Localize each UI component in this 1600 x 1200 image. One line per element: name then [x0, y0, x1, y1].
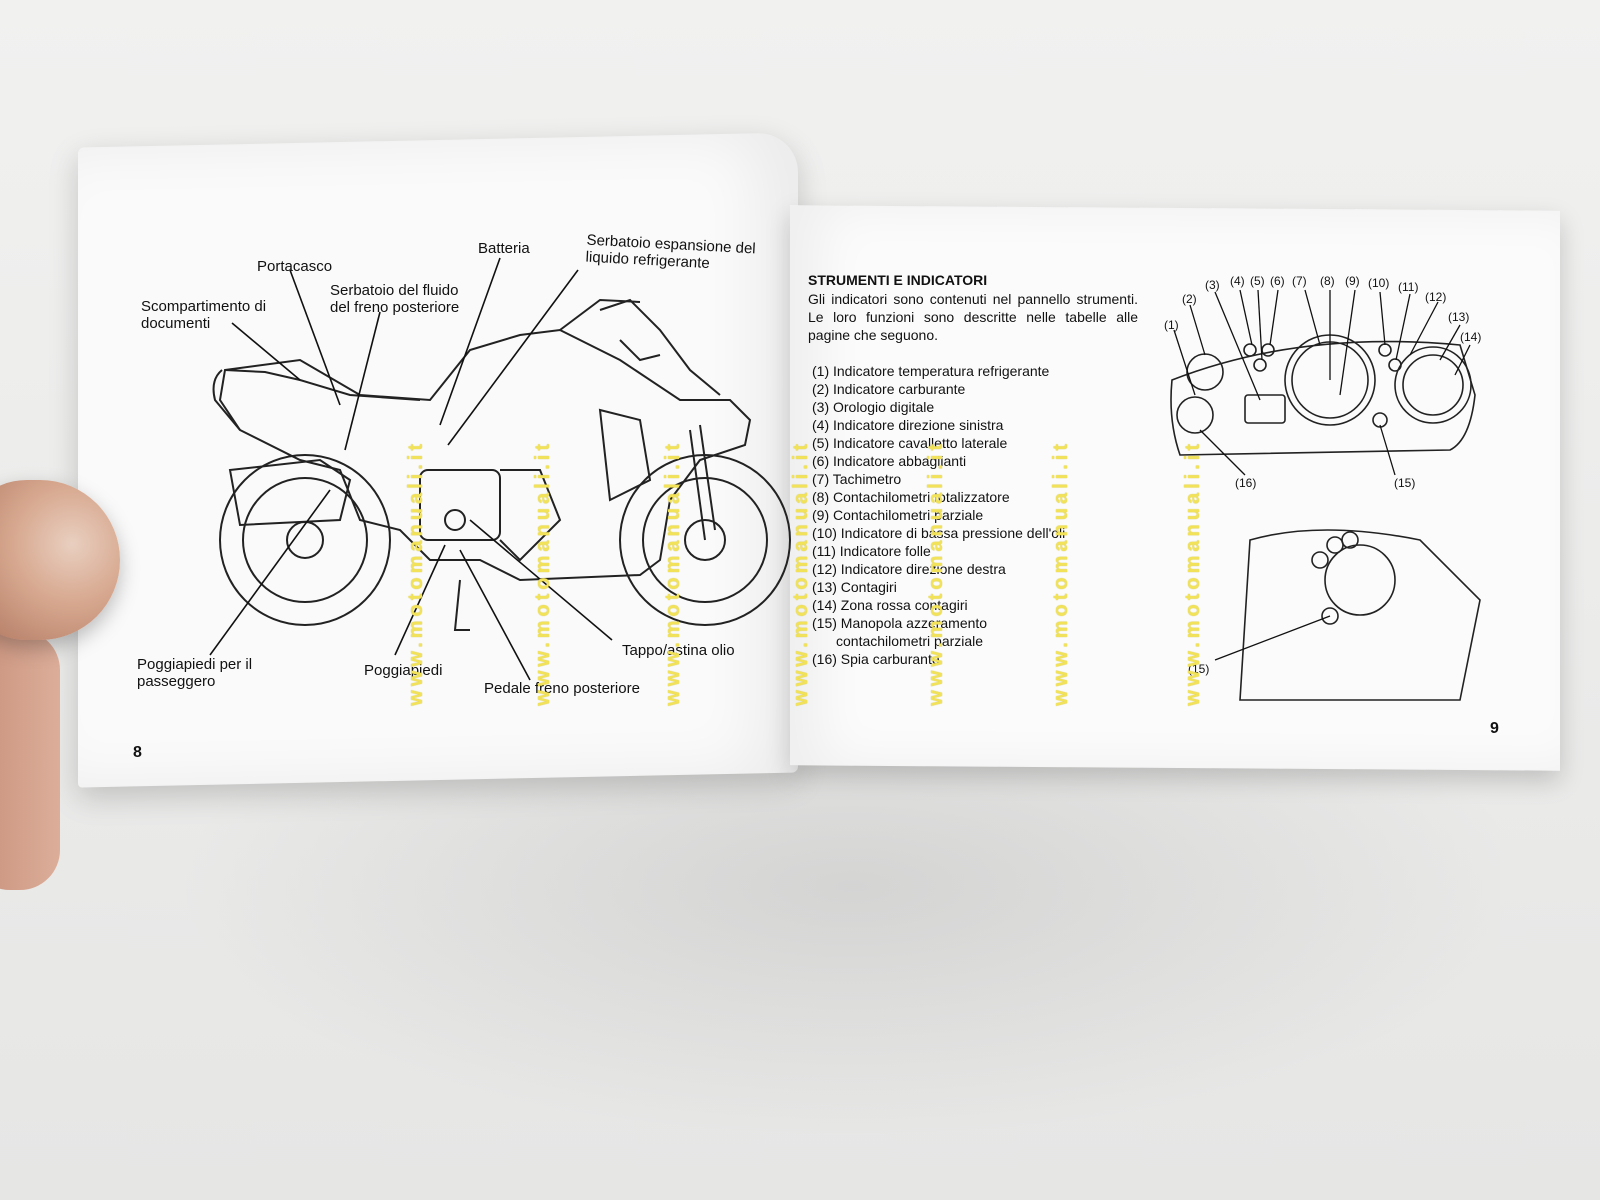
page-number-left: 8 — [133, 744, 142, 761]
watermark: www.motomanuali.it — [1050, 440, 1072, 706]
list-item: (7) Tachimetro — [812, 471, 902, 487]
callout-3: (3) — [1205, 278, 1220, 292]
callout-8: (8) — [1320, 274, 1335, 288]
label-portacasco: Portacasco — [257, 258, 333, 275]
watermark: www.motomanuali.it — [405, 440, 427, 706]
watermark: www.motomanuali.it — [532, 440, 554, 706]
label-tappo: Tappo/astina olio — [622, 642, 735, 659]
callout-5: (5) — [1250, 274, 1265, 288]
callout-7: (7) — [1292, 274, 1307, 288]
callout-2: (2) — [1182, 292, 1197, 306]
section-title: STRUMENTI E INDICATORI — [808, 272, 988, 288]
page-number-right: 9 — [1490, 720, 1499, 737]
label-scompartimento: Scompartimento di documenti — [141, 298, 267, 332]
list-item: contachilometri parziale — [836, 633, 984, 649]
list-item: (2) Indicatore carburante — [812, 381, 966, 397]
label-poggiapiedi-passeggero: Poggiapiedi per il passeggero — [137, 656, 253, 690]
indicator-list: (1) Indicatore temperatura refrigerante … — [812, 362, 1065, 668]
label-batteria: Batteria — [478, 240, 530, 257]
list-item: (15) Manopola azzeramento — [812, 615, 988, 631]
callout-14: (14) — [1460, 330, 1482, 344]
list-item: (16) Spia carburante — [812, 651, 940, 667]
watermark: www.motomanuali.it — [662, 440, 684, 706]
label-pedale: Pedale freno posteriore — [484, 680, 640, 697]
watermark: www.motomanuali.it — [1182, 440, 1204, 706]
callout-4: (4) — [1230, 274, 1245, 288]
callout-13: (13) — [1448, 310, 1470, 324]
table-shadow — [60, 760, 1500, 1180]
watermark: www.motomanuali.it — [790, 440, 812, 706]
list-item: (8) Contachilometri totalizzatore — [812, 489, 1010, 505]
hand — [0, 630, 60, 890]
list-item: (13) Contagiri — [812, 579, 897, 595]
list-item: (14) Zona rossa contagiri — [812, 597, 968, 613]
list-item: (1) Indicatore temperatura refrigerante — [812, 363, 1050, 379]
label-serbatoio-fluido: Serbatoio del fluido del freno posterior… — [330, 282, 460, 316]
callout-11: (11) — [1398, 280, 1419, 294]
callout-12: (12) — [1425, 290, 1447, 304]
callout-10: (10) — [1368, 276, 1390, 290]
intro-paragraph: Gli indicatori sono contenuti nel pannel… — [808, 291, 1138, 343]
list-item: (12) Indicatore direzione destra — [812, 561, 1006, 577]
callout-15: (15) — [1394, 476, 1416, 490]
list-item: (3) Orologio digitale — [812, 399, 935, 415]
watermark: www.motomanuali.it — [925, 440, 947, 706]
callout-15-lower: (15) — [1188, 662, 1210, 676]
callout-6: (6) — [1270, 274, 1285, 288]
list-item: (10) Indicatore di bassa pressione dell'… — [812, 525, 1066, 541]
callout-16: (16) — [1235, 476, 1257, 490]
list-item: (6) Indicatore abbaglianti — [812, 453, 967, 469]
list-item: (9) Contachilometri parziale — [812, 507, 984, 523]
callout-1: (1) — [1164, 318, 1179, 332]
list-item: (4) Indicatore direzione sinistra — [812, 417, 1004, 433]
list-item: (5) Indicatore cavalletto laterale — [812, 435, 1008, 451]
list-item: (11) Indicatore folle — [812, 543, 931, 559]
callout-9: (9) — [1345, 274, 1360, 288]
label-poggiapiedi: Poggiapiedi — [364, 662, 443, 679]
